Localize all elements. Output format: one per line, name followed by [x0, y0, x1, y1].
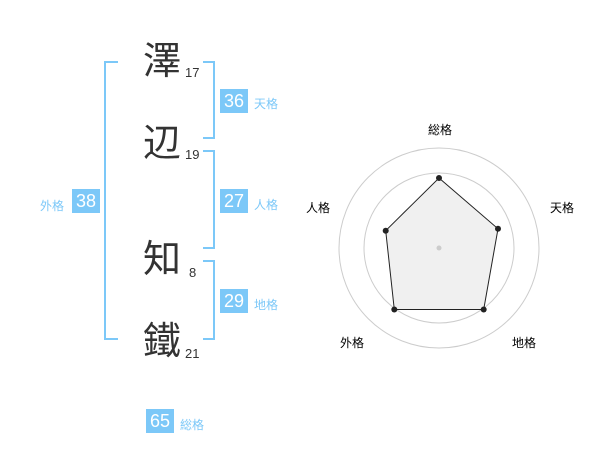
chikaku-value-badge: 29	[220, 289, 248, 313]
radar-chart: 総格 天格 地格 外格 人格	[306, 122, 574, 350]
name-char-4: 鐵	[143, 319, 182, 363]
tenkaku-label: 天格	[254, 97, 279, 111]
radar-points	[382, 175, 501, 313]
radar-axis-label-gaikaku: 外格	[340, 335, 364, 350]
stroke-count-4: 21	[185, 346, 200, 361]
tenkaku-bracket	[203, 61, 215, 139]
radar-point	[391, 306, 398, 313]
gaikaku-bracket	[104, 61, 118, 340]
name-char-3: 知	[143, 237, 182, 281]
chikaku-bracket	[203, 260, 215, 340]
radar-ring	[338, 147, 540, 349]
chikaku-label: 地格	[254, 298, 279, 312]
radar-axis-label-chikaku: 地格	[512, 335, 536, 350]
radar-point	[480, 306, 487, 313]
stroke-count-3: 8	[189, 265, 197, 280]
radar-point	[436, 175, 442, 181]
radar-ring	[363, 172, 515, 324]
gaikaku-label: 外格	[40, 199, 65, 213]
radar-axis-label-jinkaku: 人格	[306, 200, 330, 215]
stroke-count-2: 19	[185, 147, 200, 162]
radar-shape	[385, 177, 499, 310]
jinkaku-label: 人格	[254, 198, 279, 212]
stroke-count-1: 17	[185, 65, 200, 80]
soukaku-value-badge: 65	[146, 409, 174, 433]
tenkaku-value-badge: 36	[220, 89, 248, 113]
jinkaku-value-badge: 27	[220, 189, 248, 213]
jinkaku-bracket	[203, 150, 215, 249]
soukaku-label: 総格	[180, 418, 205, 432]
name-char-2: 辺	[143, 121, 182, 165]
radar-axis-label-tenkaku: 天格	[550, 200, 574, 215]
radar-point	[495, 225, 501, 232]
radar-axis-label-soukaku: 総格	[428, 122, 452, 137]
radar-point	[382, 227, 389, 234]
name-char-1: 澤	[143, 39, 182, 83]
gaikaku-value-badge: 38	[72, 189, 100, 213]
radar-center-dot	[436, 245, 442, 251]
